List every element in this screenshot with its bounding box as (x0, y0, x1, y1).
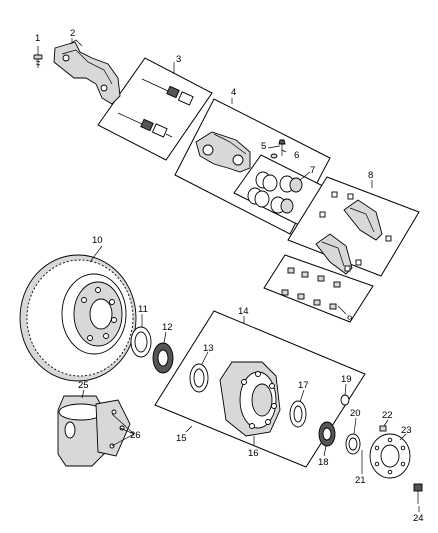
callout-26: 26 (130, 430, 141, 441)
part-pistons-7 (247, 171, 303, 214)
part-cap-6 (270, 153, 278, 159)
callout-8: 8 (368, 170, 373, 181)
part-nut-20 (345, 433, 361, 455)
part-race-13 (189, 363, 209, 393)
callout-20: 20 (350, 408, 361, 419)
callout-23: 23 (401, 425, 412, 436)
callout-labels: 1 2 3 4 5 6 7 8 9 10 11 12 13 14 15 16 1… (35, 28, 424, 524)
callout-2: 2 (70, 28, 75, 39)
part-bearing-12 (152, 342, 174, 374)
part-cap-22 (379, 425, 387, 432)
callout-1: 1 (35, 33, 40, 44)
callout-14: 14 (238, 306, 249, 317)
callout-7: 7 (310, 165, 315, 176)
callout-18: 18 (318, 457, 329, 468)
callout-3: 3 (176, 54, 181, 65)
callout-9: 9 (347, 314, 352, 325)
callout-13: 13 (203, 343, 214, 354)
panel-caliper-pins (97, 57, 213, 161)
part-seal-11 (130, 326, 152, 358)
part-caliper-pins-3 (117, 78, 194, 138)
callout-10: 10 (92, 235, 103, 246)
callout-19: 19 (341, 374, 352, 385)
part-hub-16 (219, 361, 281, 437)
part-hub-assembly-25 (57, 395, 131, 467)
callout-25: 25 (78, 380, 89, 391)
part-rotor-10 (19, 254, 137, 382)
part-brake-pads-8 (315, 191, 392, 275)
part-gasket-23 (369, 433, 411, 479)
part-caliper-bracket-2 (53, 39, 121, 105)
callout-11: 11 (138, 304, 148, 315)
callout-15: 15 (176, 433, 187, 444)
part-bearing-18 (318, 421, 336, 447)
callout-21: 21 (355, 475, 366, 486)
part-race-17 (289, 400, 307, 428)
part-bolt-24 (413, 483, 423, 504)
part-washer-19 (340, 394, 350, 406)
callout-24: 24 (413, 513, 424, 524)
part-caliper-4 (195, 131, 251, 173)
callout-6: 6 (294, 150, 299, 161)
callout-5: 5 (261, 141, 266, 152)
callout-12: 12 (162, 322, 173, 333)
callout-16: 16 (248, 448, 259, 459)
callout-4: 4 (231, 87, 236, 98)
callout-17: 17 (298, 380, 309, 391)
part-pad-clips-9 (281, 267, 341, 310)
part-bolt-1 (33, 54, 43, 68)
callout-22: 22 (382, 410, 393, 421)
leader-lines (37, 38, 420, 512)
